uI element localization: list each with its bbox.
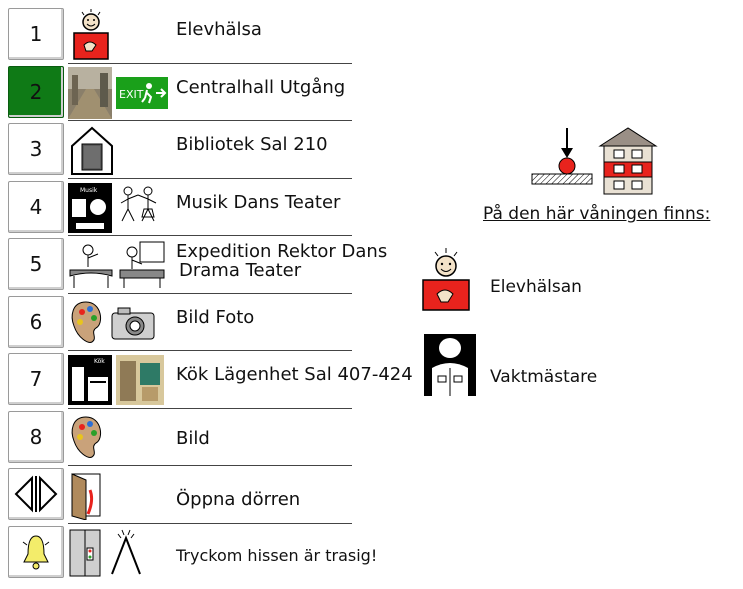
palette-icon [71, 300, 102, 343]
row-label: Musik Dans Teater [176, 191, 341, 213]
row-tryck-hiss[interactable]: Tryckom hissen är trasig! [6, 524, 377, 580]
key-door[interactable] [8, 468, 64, 520]
hallway-photo-icon [68, 66, 112, 119]
row-label: Kök Lägenhet Sal 407-424 [176, 364, 413, 385]
row-bild[interactable]: 8 Bild [6, 409, 352, 466]
row-bibliotek[interactable]: 3 Bibliotek Sal 210 [6, 121, 352, 179]
legend-elevhalsan: Elevhälsan [490, 277, 582, 297]
floor-heading: På den här våningen finns: [483, 204, 711, 224]
row-label: Bild Foto [176, 306, 255, 328]
key-3[interactable]: 3 [8, 123, 64, 175]
key-1[interactable]: 1 [8, 8, 64, 60]
key-7[interactable]: 7 [8, 353, 64, 405]
key-8[interactable]: 8 [8, 410, 64, 463]
row-label: Expedition Rektor Dans Drama Teater [176, 241, 388, 281]
legend-vaktmastare: Vaktmästare [490, 367, 598, 387]
office-desk-icon [69, 244, 113, 288]
svg-text:EXIT: EXIT [119, 88, 144, 101]
apartment-photo-icon [116, 355, 164, 405]
button-list: 1 Elevhälsa 2 [6, 6, 413, 580]
camera-icon [111, 307, 155, 339]
door-arrows-icon [14, 475, 58, 513]
key-bell[interactable] [8, 525, 64, 578]
row-expedition[interactable]: 5 Expedition Rektor Dans Drama Teater [6, 236, 387, 294]
bell-icon [22, 534, 50, 569]
exit-sign-icon: EXIT [116, 76, 168, 109]
dance-icon [120, 186, 157, 221]
key-4[interactable]: 4 [8, 180, 64, 233]
row-elevhalsa[interactable]: 1 Elevhälsa [6, 6, 352, 64]
elevator-icon [69, 529, 101, 576]
row-label: Bibliotek Sal 210 [176, 134, 328, 155]
broken-icon [111, 529, 141, 574]
floor-indicator-icon [531, 127, 658, 195]
svg-text:Kök: Kök [94, 358, 105, 365]
janitor-icon [424, 334, 476, 396]
key-2[interactable]: 2 [8, 65, 64, 118]
open-door-icon [71, 473, 101, 520]
row-label: Centralhall Utgång [176, 76, 346, 98]
desk-computer-icon [119, 241, 165, 288]
row-label: Öppna dörren [176, 489, 301, 510]
library-icon [71, 126, 113, 175]
row-centralhall[interactable]: 2 EXIT Centralhall Utgång [6, 64, 352, 121]
row-label: Tryckom hissen är trasig! [176, 545, 378, 565]
nurse-icon [73, 9, 109, 60]
kitchen-icon: Kök [68, 355, 112, 405]
key-5[interactable]: 5 [8, 238, 64, 290]
svg-text:Musik: Musik [80, 187, 98, 194]
row-label: Elevhälsa [176, 19, 262, 40]
row-musik[interactable]: 4 Musik Musik Dans Teater [6, 179, 352, 236]
row-label: Bild [176, 427, 210, 449]
palette-icon [71, 415, 102, 458]
music-icon: Musik [68, 182, 112, 233]
row-oppna-dorren[interactable]: Öppna dörren [6, 466, 352, 524]
row-bild-foto[interactable]: 6 Bild Foto [6, 294, 352, 351]
row-kok[interactable]: 7 Kök Kök Lägenhet Sal 407-424 [6, 351, 413, 409]
nurse-icon [422, 248, 470, 311]
key-6[interactable]: 6 [8, 295, 64, 348]
